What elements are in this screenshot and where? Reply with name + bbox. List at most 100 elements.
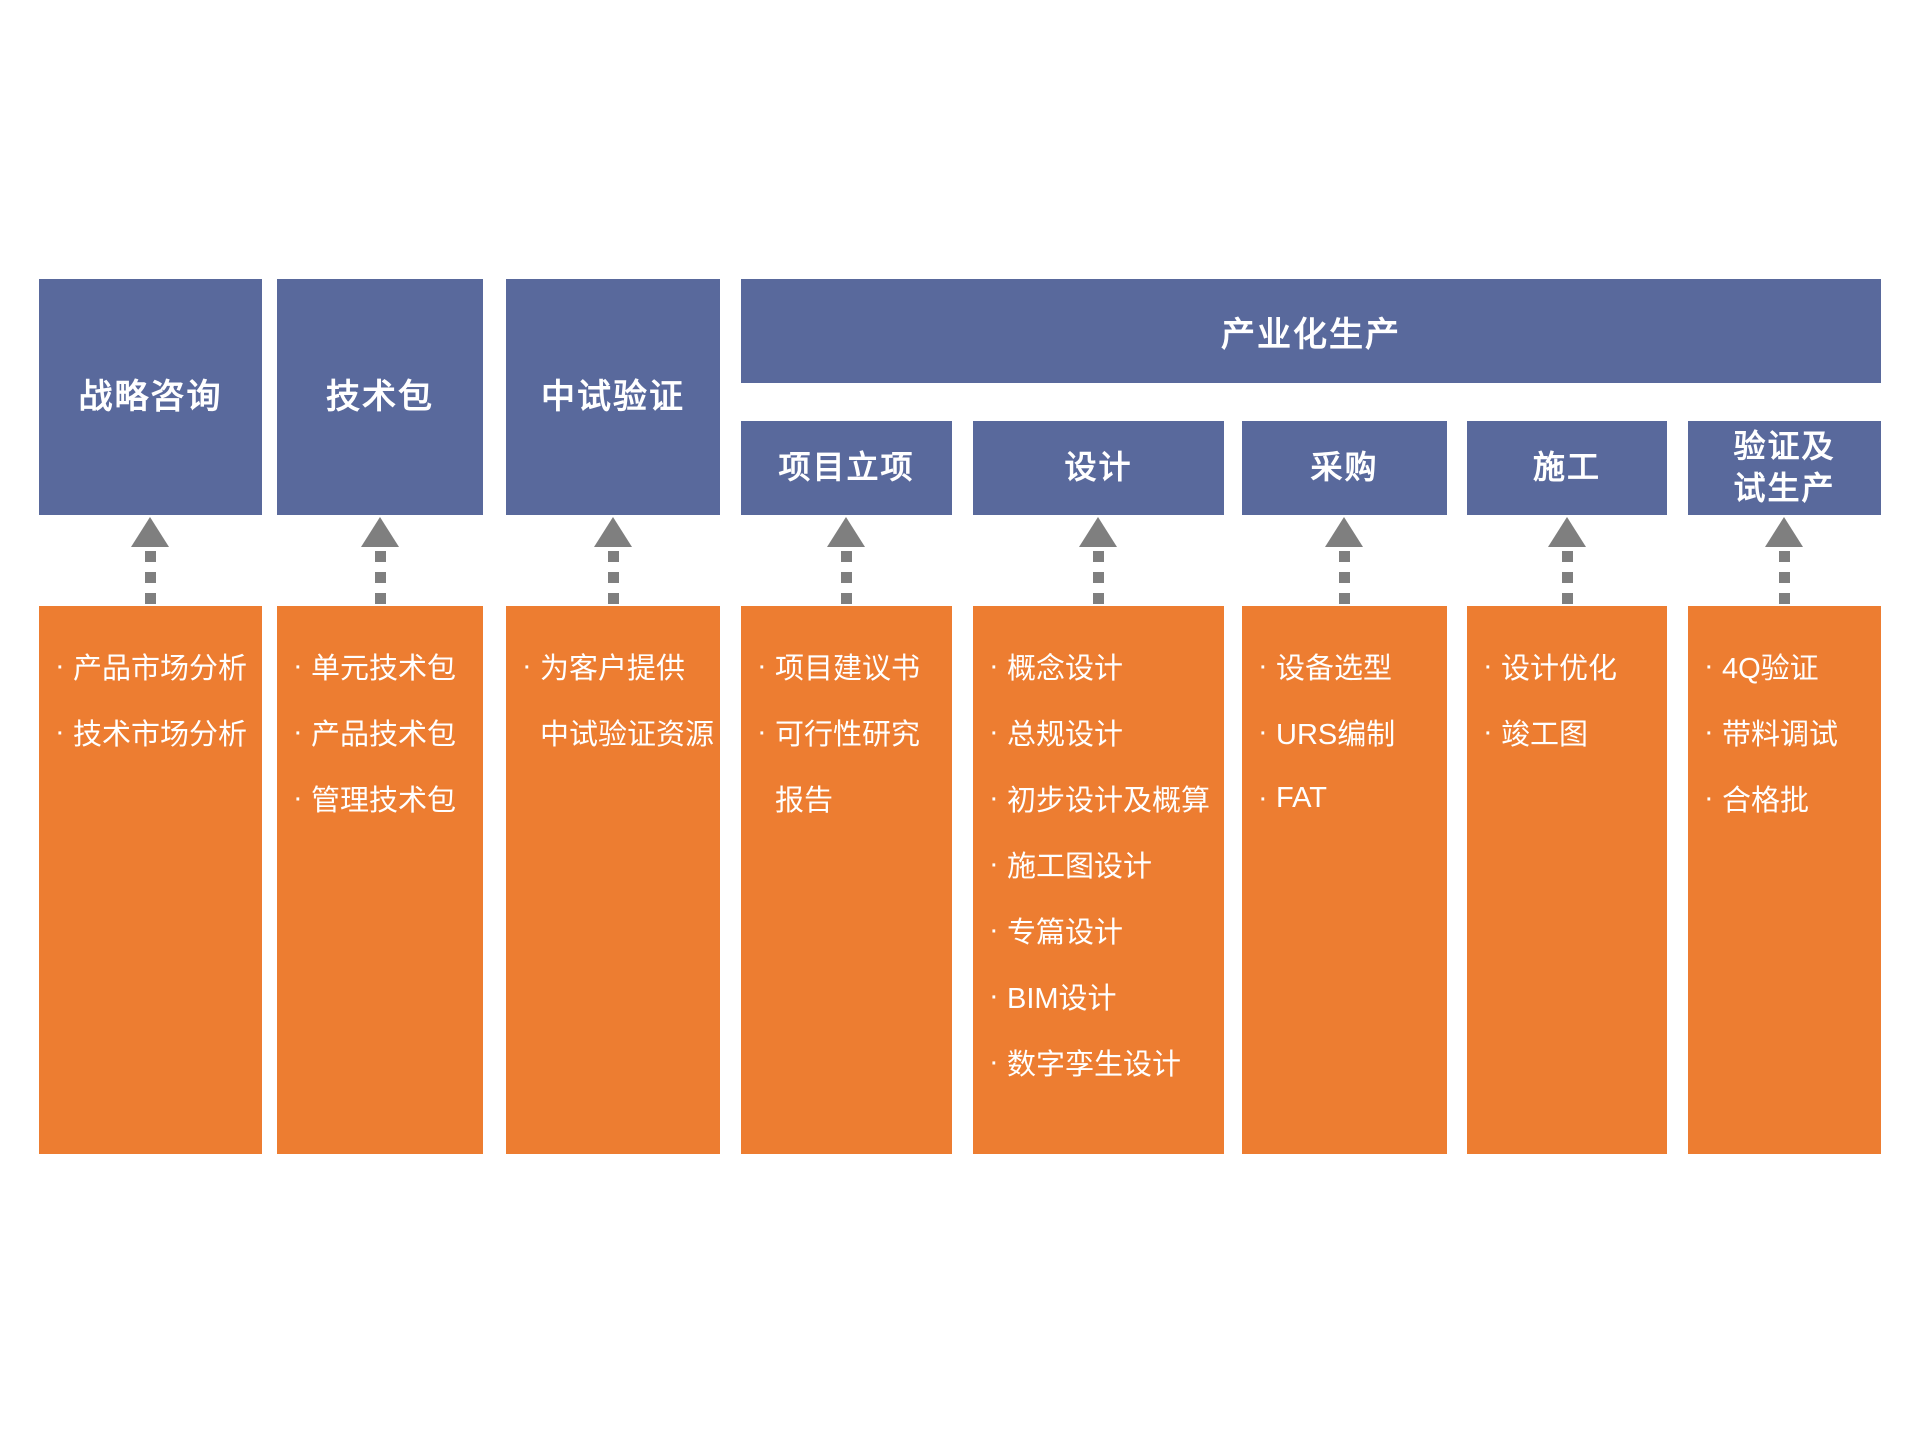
list-item-text: 施工图设计 bbox=[1007, 851, 1153, 883]
arrow-dotted-shaft bbox=[1561, 551, 1573, 605]
list-item: ·BIM设计 bbox=[989, 963, 1216, 1029]
bullet: · bbox=[522, 649, 532, 682]
bullet: · bbox=[989, 847, 999, 880]
arrow-up-icon bbox=[360, 517, 400, 605]
list-item-text: 中试验证资源 bbox=[540, 719, 715, 751]
header-pilot-verification: 中试验证 bbox=[506, 279, 720, 515]
header-strategy-consulting: 战略咨询 bbox=[39, 279, 262, 515]
list-item: ·施工图设计 bbox=[989, 831, 1216, 897]
list-item: ·4Q验证 bbox=[1704, 633, 1873, 699]
list-item-text: 4Q验证 bbox=[1722, 653, 1819, 685]
header-label: 设计 bbox=[1064, 449, 1133, 486]
bullet: · bbox=[757, 649, 767, 682]
industrialized-production-banner: 产业化生产 bbox=[741, 279, 1881, 383]
list-item: ·项目建议书 bbox=[757, 633, 944, 699]
arrow-head bbox=[594, 517, 632, 547]
list-item-text: 项目建议书 bbox=[775, 653, 921, 685]
arrow-up-icon bbox=[1078, 517, 1118, 605]
bullet: · bbox=[989, 649, 999, 682]
list-item-text: 设备选型 bbox=[1276, 653, 1393, 685]
list-item: ·专篇设计 bbox=[989, 897, 1216, 963]
list-item: ·单元技术包 bbox=[293, 633, 475, 699]
list-item: ·为客户提供 bbox=[522, 633, 712, 699]
list-item-text: 产品市场分析 bbox=[73, 653, 248, 685]
list-item: 中试验证资源 bbox=[522, 699, 715, 765]
bullet: · bbox=[293, 715, 303, 748]
body-pilot-verification: ·为客户提供 中试验证资源 bbox=[506, 606, 720, 1154]
list-item-text: 合格批 bbox=[1722, 785, 1810, 817]
arrow-head bbox=[1325, 517, 1363, 547]
body-design: ·概念设计 ·总规设计 ·初步设计及概算 ·施工图设计 ·专篇设计 ·BIM设计… bbox=[973, 606, 1224, 1154]
bullet: · bbox=[1704, 715, 1714, 748]
list-item-text: 带料调试 bbox=[1722, 719, 1839, 751]
arrow-dotted-shaft bbox=[1338, 551, 1350, 605]
bullet: · bbox=[989, 781, 999, 814]
bullet: · bbox=[757, 715, 767, 748]
list-item-text: FAT bbox=[1276, 781, 1328, 814]
bullet: · bbox=[989, 979, 999, 1012]
list-item: ·FAT bbox=[1258, 765, 1439, 831]
bullet: · bbox=[989, 913, 999, 946]
header-label: 中试验证 bbox=[541, 377, 685, 416]
list-item: ·产品市场分析 bbox=[55, 633, 254, 699]
list-item-text: 报告 bbox=[775, 785, 834, 817]
arrow-dotted-shaft bbox=[374, 551, 386, 605]
bullet: · bbox=[1704, 781, 1714, 814]
arrow-up-icon bbox=[130, 517, 170, 605]
header-design: 设计 bbox=[973, 421, 1224, 515]
arrow-head bbox=[1548, 517, 1586, 547]
header-project-initiation: 项目立项 bbox=[741, 421, 952, 515]
arrow-up-icon bbox=[593, 517, 633, 605]
bullet: · bbox=[1704, 649, 1714, 682]
header-label: 技术包 bbox=[326, 377, 434, 416]
bullet: · bbox=[1258, 781, 1268, 814]
header-procurement: 采购 bbox=[1242, 421, 1447, 515]
body-construction: ·设计优化 ·竣工图 bbox=[1467, 606, 1667, 1154]
bullet: · bbox=[293, 781, 303, 814]
list-item: ·数字孪生设计 bbox=[989, 1029, 1216, 1095]
arrow-head bbox=[1079, 517, 1117, 547]
list-item-text: 技术市场分析 bbox=[73, 719, 248, 751]
body-technology-package: ·单元技术包 ·产品技术包 ·管理技术包 bbox=[277, 606, 483, 1154]
arrow-head bbox=[131, 517, 169, 547]
header-label: 施工 bbox=[1532, 449, 1601, 486]
body-procurement: ·设备选型 ·URS编制 ·FAT bbox=[1242, 606, 1447, 1154]
header-label: 战略咨询 bbox=[78, 377, 223, 416]
list-item-text: 数字孪生设计 bbox=[1007, 1049, 1182, 1081]
list-item-text: 产品技术包 bbox=[311, 719, 457, 751]
list-item: ·设计优化 bbox=[1483, 633, 1659, 699]
arrow-up-icon bbox=[826, 517, 866, 605]
bullet: · bbox=[989, 1045, 999, 1078]
arrow-dotted-shaft bbox=[1778, 551, 1790, 605]
arrow-up-icon bbox=[1764, 517, 1804, 605]
header-label: 采购 bbox=[1310, 449, 1379, 486]
header-label-line1: 验证及 bbox=[1733, 428, 1836, 465]
arrow-dotted-shaft bbox=[607, 551, 619, 605]
list-item-text: 专篇设计 bbox=[1007, 917, 1124, 949]
arrow-head bbox=[827, 517, 865, 547]
bullet: · bbox=[55, 715, 65, 748]
list-item-text: 概念设计 bbox=[1007, 653, 1124, 685]
list-item-text: 初步设计及概算 bbox=[1007, 785, 1211, 817]
bullet: · bbox=[1258, 649, 1268, 682]
list-item-text: 可行性研究 bbox=[775, 719, 921, 751]
arrow-dotted-shaft bbox=[144, 551, 156, 605]
bullet: · bbox=[1483, 715, 1493, 748]
list-item-text: 管理技术包 bbox=[311, 785, 457, 817]
list-item: ·可行性研究 bbox=[757, 699, 944, 765]
list-item: ·产品技术包 bbox=[293, 699, 475, 765]
body-strategy-consulting: ·产品市场分析 ·技术市场分析 bbox=[39, 606, 262, 1154]
list-item: ·竣工图 bbox=[1483, 699, 1659, 765]
list-item-text: 单元技术包 bbox=[311, 653, 457, 685]
list-item: ·管理技术包 bbox=[293, 765, 475, 831]
arrow-dotted-shaft bbox=[840, 551, 852, 605]
arrow-dotted-shaft bbox=[1092, 551, 1104, 605]
list-item: 报告 bbox=[757, 765, 944, 831]
header-verification-trial-production: 验证及 试生产 bbox=[1688, 421, 1881, 515]
banner-label: 产业化生产 bbox=[1221, 315, 1401, 354]
bullet: · bbox=[293, 649, 303, 682]
bullet: · bbox=[1258, 715, 1268, 748]
list-item: ·技术市场分析 bbox=[55, 699, 254, 765]
bullet: · bbox=[1483, 649, 1493, 682]
